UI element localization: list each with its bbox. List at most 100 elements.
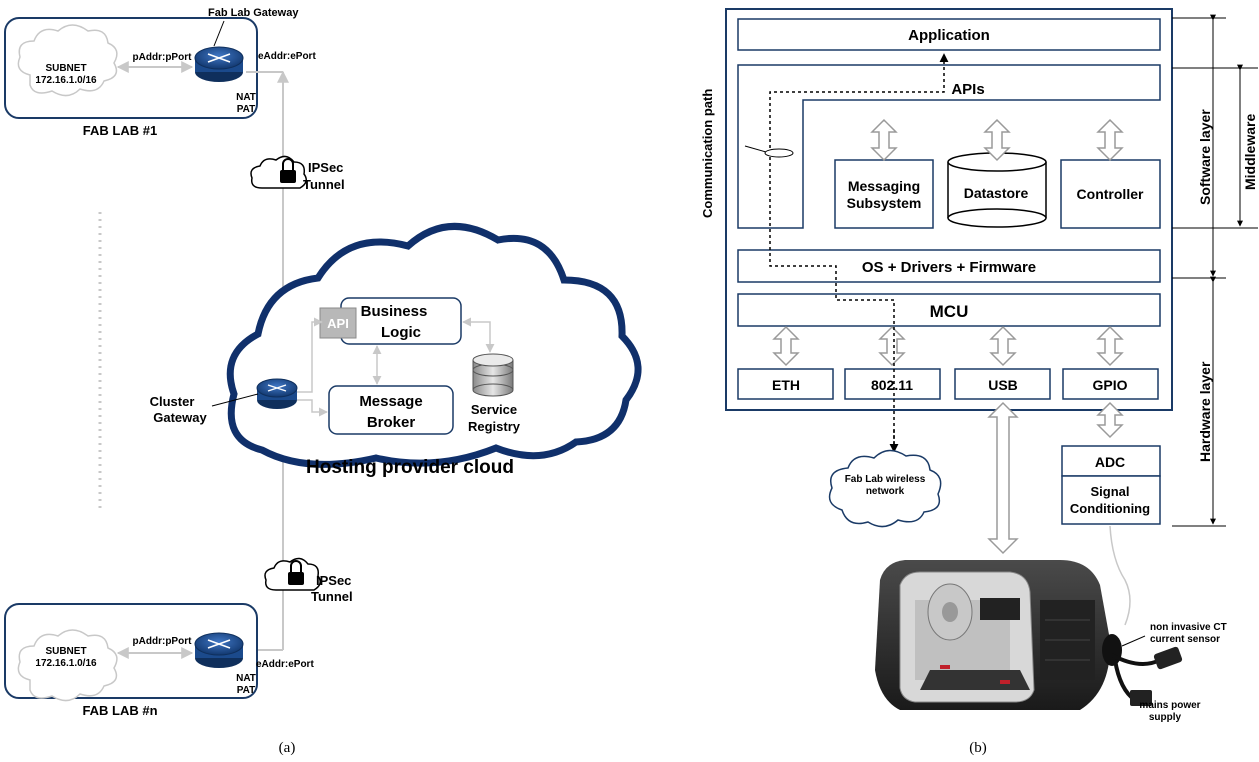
os-box xyxy=(737,249,1161,283)
mains-line2: supply xyxy=(1149,712,1182,723)
signal-conditioning-box xyxy=(1061,475,1161,525)
double-arrow-icon xyxy=(1096,118,1124,162)
messaging-box xyxy=(834,159,934,229)
eaddr-label-n: eAddr:ePort xyxy=(256,659,314,670)
wifi-box xyxy=(844,368,941,400)
adc-box xyxy=(1061,445,1161,477)
application-box xyxy=(737,18,1161,51)
wireless-line2: network xyxy=(866,486,905,497)
apis-box xyxy=(737,64,1161,229)
double-arrow-icon xyxy=(983,118,1011,162)
signal-line2: Conditioning xyxy=(1070,501,1150,516)
double-arrow-icon xyxy=(989,325,1017,367)
hardware-layer-label: Hardware layer xyxy=(1197,361,1213,462)
datastore-cylinder xyxy=(947,152,1047,228)
signal-line1: Signal xyxy=(1090,484,1129,499)
logic-registry-link xyxy=(462,317,495,353)
software-layer-label: Software layer xyxy=(1197,109,1213,205)
application-label: Application xyxy=(908,27,990,44)
ct-sensor-line2: current sensor xyxy=(1150,634,1220,645)
subnet-title-1: SUBNET xyxy=(45,63,86,74)
mains-line1: mains power xyxy=(1139,700,1200,711)
double-arrow-icons-hardware xyxy=(772,325,1124,367)
pat-label-n: PAT xyxy=(237,685,256,696)
eaddr-label-1: eAddr:ePort xyxy=(258,51,316,62)
double-arrow-icon xyxy=(772,325,800,367)
mcu-box xyxy=(737,293,1161,327)
ipsec-bottom-line2: Tunnel xyxy=(311,589,353,604)
business-logic-line1: Business xyxy=(361,303,428,320)
cloud-icon xyxy=(250,155,307,189)
ipsec-tunnel-top: IPSec Tunnel xyxy=(250,155,345,192)
controller-label: Controller xyxy=(1077,186,1144,202)
datastore-label: Datastore xyxy=(964,185,1029,201)
cluster-gateway-pointer xyxy=(211,393,259,407)
gpio-box xyxy=(1062,368,1159,400)
double-arrow-icon xyxy=(870,118,898,162)
messaging-line2: Subsystem xyxy=(847,195,922,211)
database-icon xyxy=(472,353,514,397)
wifi-label: 802.11 xyxy=(871,377,913,393)
service-registry-line1: Service xyxy=(471,402,517,417)
subnet-title-n: SUBNET xyxy=(45,646,86,657)
subnet-addr-n: 172.16.1.0/16 xyxy=(35,658,97,669)
cluster-gateway-line1: Cluster xyxy=(150,394,195,409)
business-logic-line2: Logic xyxy=(381,324,421,341)
ct-sensor-line1: non invasive CT xyxy=(1150,622,1227,633)
usb-label: USB xyxy=(988,377,1018,393)
subnet-cloud-n xyxy=(17,629,118,702)
router-icon xyxy=(194,632,244,668)
message-broker-box xyxy=(328,385,454,435)
ipsec-bottom-line1: IPSec xyxy=(316,573,351,588)
communication-path-line xyxy=(769,53,949,450)
service-registry-line2: Registry xyxy=(468,419,521,434)
messaging-line1: Messaging xyxy=(848,178,920,194)
caption-a: (a) xyxy=(279,740,296,756)
subnet-addr-1: 172.16.1.0/16 xyxy=(35,75,97,86)
caption-b: (b) xyxy=(969,740,987,756)
double-arrow-icon xyxy=(1096,401,1124,439)
subnet-cloud-1 xyxy=(17,24,118,97)
adc-label: ADC xyxy=(1095,454,1125,470)
router-icon xyxy=(194,46,244,82)
communication-path-pointer xyxy=(744,145,767,153)
ct-sensor-pointer xyxy=(1121,635,1146,647)
fablab-n-group: SUBNET 172.16.1.0/16 pAddr:pPort eAddr:e… xyxy=(4,603,314,718)
lock-icon xyxy=(288,560,304,585)
message-broker-line2: Broker xyxy=(367,414,416,431)
lock-icon xyxy=(280,158,296,183)
eth-box xyxy=(737,368,834,400)
sensor-cable xyxy=(1109,525,1131,626)
wireless-network-cloud xyxy=(828,449,942,528)
api-label: API xyxy=(327,316,349,331)
paddr-label-1: pAddr:pPort xyxy=(133,52,193,63)
ipsec-top-line2: Tunnel xyxy=(303,177,345,192)
usb-box xyxy=(954,368,1051,400)
gpio-label: GPIO xyxy=(1092,377,1127,393)
fablab-gateway-label: Fab Lab Gateway xyxy=(208,7,299,19)
middleware-label: Middleware xyxy=(1242,114,1258,190)
double-arrow-icon xyxy=(878,325,906,367)
apis-label: APIs xyxy=(951,81,984,98)
3d-printer-image xyxy=(875,560,1111,710)
pat-label-1: PAT xyxy=(237,104,256,115)
layer-brackets xyxy=(1172,14,1258,527)
communication-path-marker xyxy=(764,148,794,158)
eth-label: ETH xyxy=(772,377,800,393)
cluster-gateway-line2: Gateway xyxy=(153,410,207,425)
os-label: OS + Drivers + Firmware xyxy=(862,259,1036,276)
hosting-cloud-title: Hosting provider cloud xyxy=(306,457,514,478)
nat-label-n: NAT xyxy=(236,673,256,684)
gateway-logic-link xyxy=(297,317,323,393)
nat-label-1: NAT xyxy=(236,92,256,103)
gateway-broker-link xyxy=(297,399,328,417)
fablab-1-group: SUBNET 172.16.1.0/16 pAddr:pPort Fab Lab… xyxy=(4,7,316,138)
double-arrow-icon xyxy=(1096,325,1124,367)
hosting-cloud-group: Hosting provider cloud API Business Logi… xyxy=(150,222,642,478)
ipsec-top-line1: IPSec xyxy=(308,160,343,175)
fablab-gateway-pointer xyxy=(213,20,225,47)
power-plug-icon xyxy=(1130,646,1183,706)
paddr-label-n: pAddr:pPort xyxy=(133,636,193,647)
controller-box xyxy=(1060,159,1161,229)
